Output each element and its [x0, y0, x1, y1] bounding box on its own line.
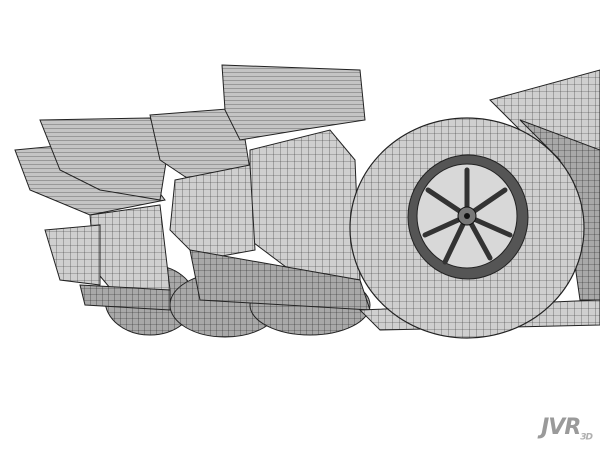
logo-sub: 3D	[580, 432, 593, 442]
front-wheel	[349, 117, 585, 339]
logo-text: JVR	[541, 414, 581, 440]
jvr-3d-logo: JVR3D	[541, 414, 593, 442]
